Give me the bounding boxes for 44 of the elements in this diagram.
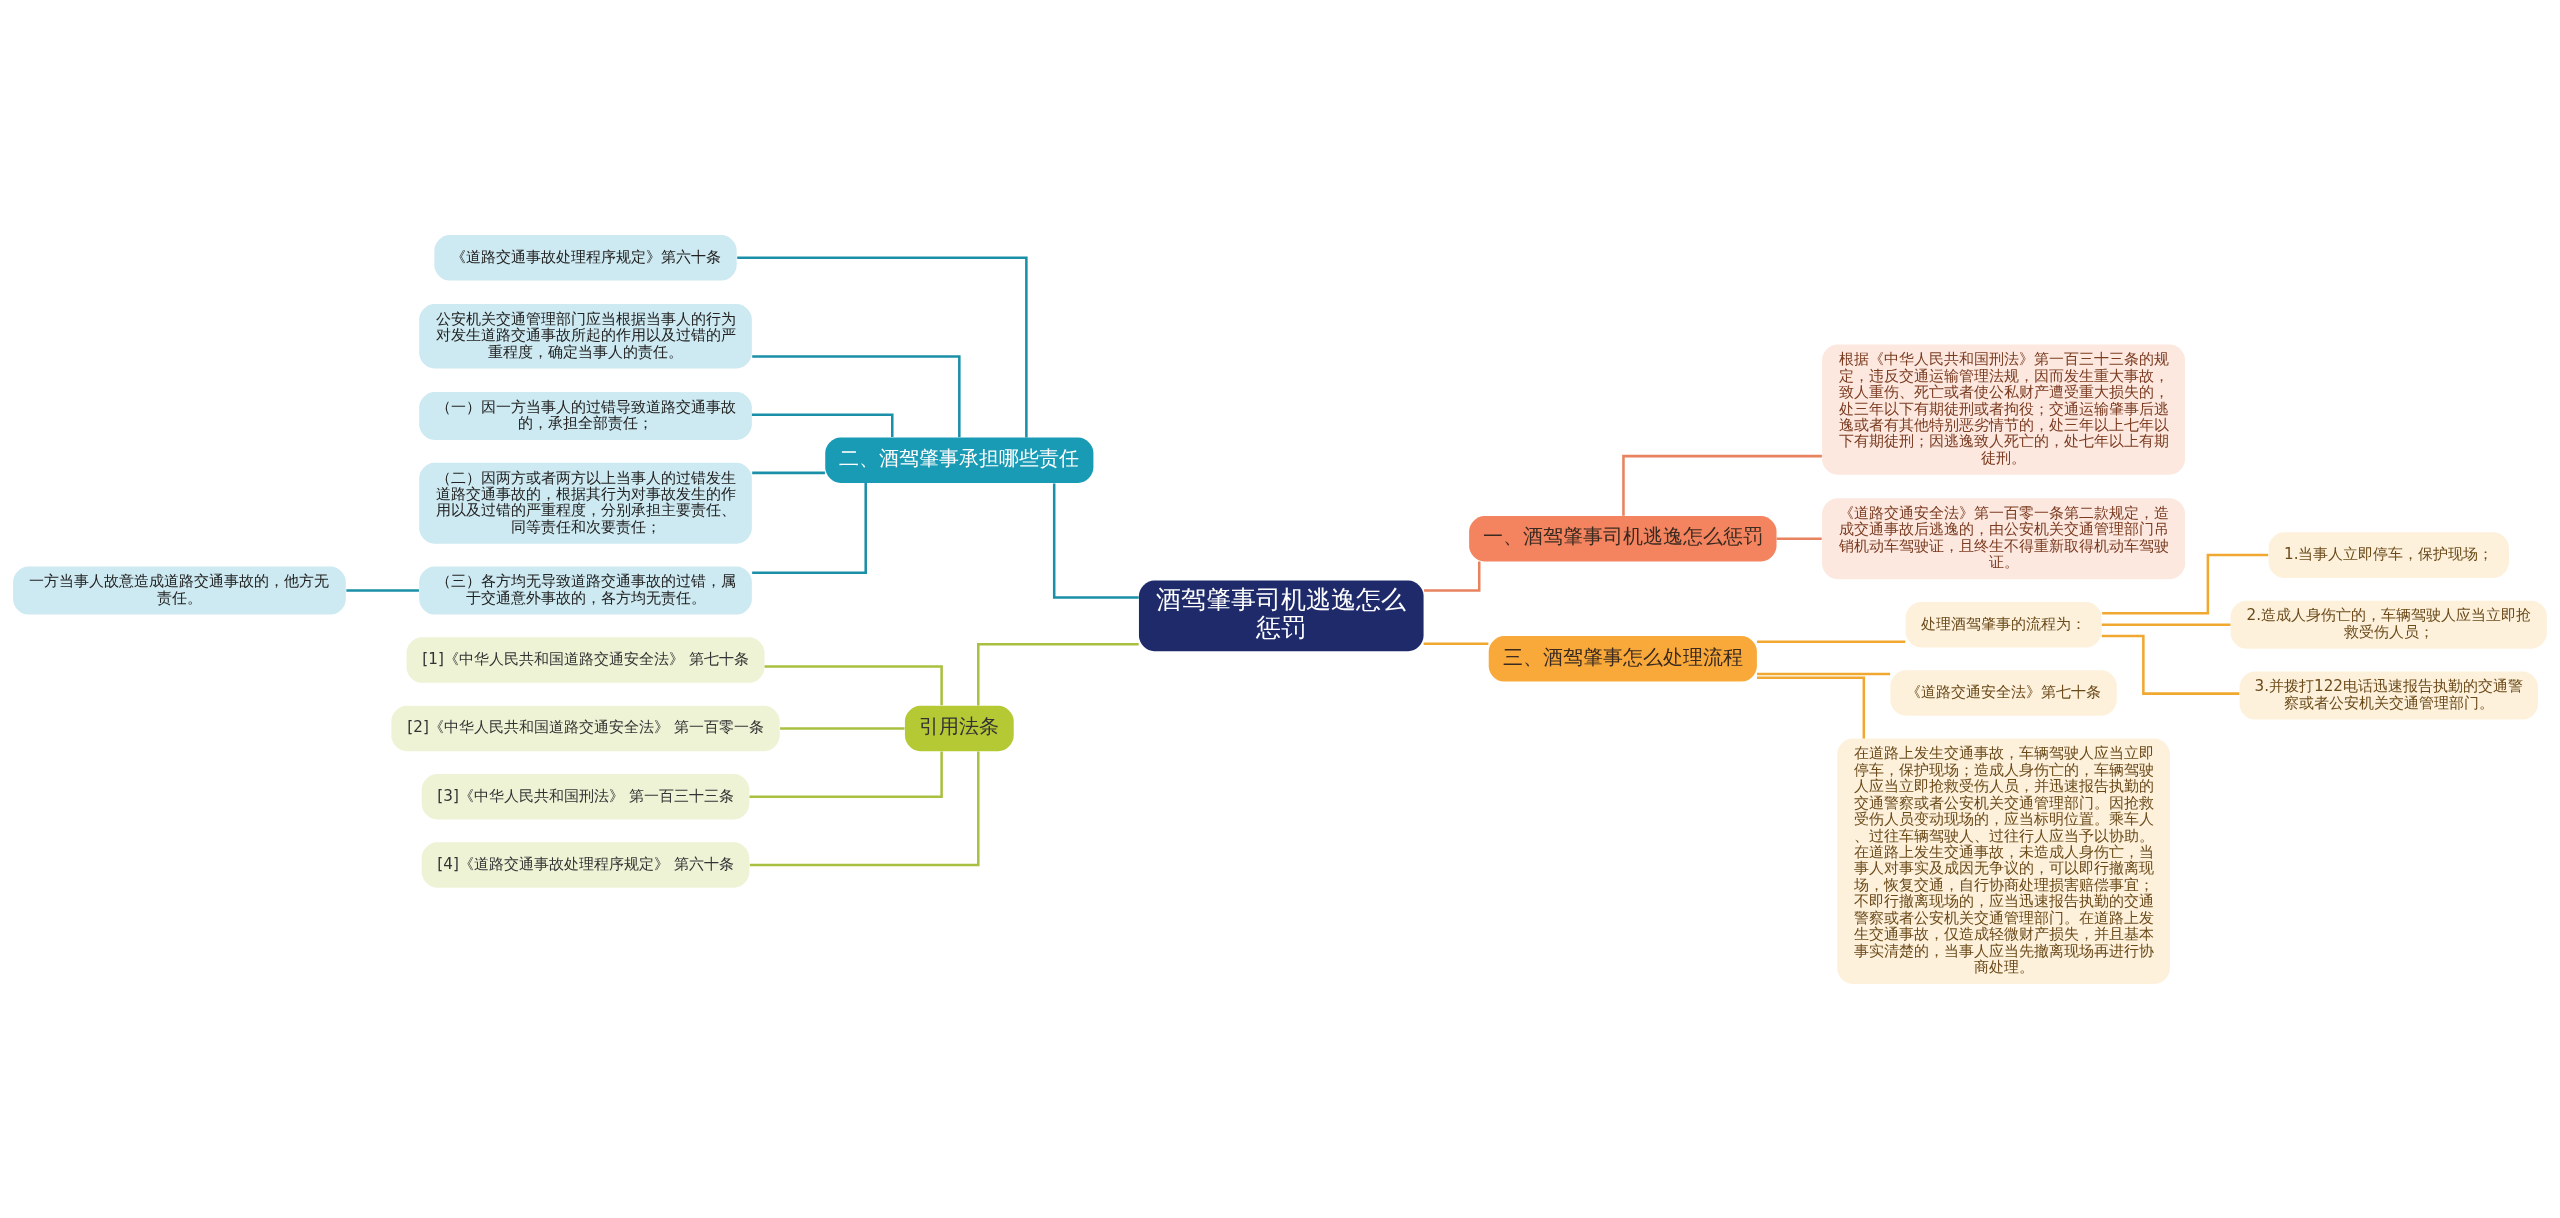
connector	[749, 751, 980, 866]
node-box: 酒驾肇事司机逃逸怎么惩罚	[1138, 579, 1424, 651]
node-box: 二、酒驾肇事承担哪些责任	[825, 436, 1094, 483]
connector	[346, 588, 419, 592]
node-box: 一方当事人故意造成道路交通事故的，他方无责任。	[13, 566, 346, 615]
node-box: 2.造成人身伤亡的，车辆驾驶人应当立即抢救受伤人员；	[2230, 600, 2547, 649]
node-box: [1]《中华人民共和国道路交通安全法》 第七十条	[406, 636, 765, 683]
node-box: （二）因两方或者两方以上当事人的过错发生道路交通事故的，根据其行为对事故发生的作用以及过错的严重程度，分别承担主要责任、同等责任和次要责任；	[419, 462, 752, 544]
node-box: [2]《中华人民共和国道路交通安全法》 第一百零一条	[391, 705, 780, 751]
node-box: [4]《道路交通事故处理程序规定》 第六十条	[421, 841, 750, 888]
connector	[737, 256, 1028, 437]
node-box: 一、酒驾肇事司机逃逸怎么惩罚	[1469, 515, 1777, 561]
connector	[1052, 483, 1139, 599]
connector	[780, 726, 905, 730]
node-box: 《道路交通事故处理程序规定》第六十条	[434, 234, 737, 281]
connector	[1757, 676, 1866, 738]
connector	[764, 664, 943, 705]
connector	[1757, 672, 1891, 675]
node-box: 3.并拨打122电话迅速报告执勤的交通警察或者公安机关交通管理部门。	[2239, 671, 2539, 720]
node-box: 引用法条	[904, 705, 1014, 751]
node-box: 在道路上发生交通事故，车辆驾驶人应当立即停车，保护现场；造成人身伤亡的，车辆驾驶人应当立即抢救受伤人员，并迅速报告执勤的交通警察或者公安机关交通管理部门。因抢救受伤人员变动现场的，应当标明位置。乘车人、过往车辆驾驶人、过往行人应当予以协助。在道路上发生交通事故，未造成人身伤亡，当事人对事实及成因无争议的，可以即行撤离现场，恢复交通，自行协商处理损害赔偿事宜；不即行撤离现场的，应当迅速报告执勤的交通警察或者公安机关交通管理部门。在道路上发生交通事故，仅造成轻微财产损失，并且基本事实清楚的，当事人应当先撤离现场再进行协商处理。	[1837, 738, 2170, 984]
connector	[749, 751, 943, 798]
connector	[977, 642, 1139, 705]
connector	[2101, 622, 2231, 626]
node-box: 三、酒驾肇事怎么处理流程	[1488, 635, 1757, 682]
connector	[752, 354, 961, 437]
node-box: [3]《中华人民共和国刑法》 第一百三十三条	[421, 773, 750, 819]
node-box: （一）因一方当事人的过错导致道路交通事故的，承担全部责任；	[419, 391, 752, 440]
node-box: 公安机关交通管理部门应当根据当事人的行为对发生道路交通事故所起的作用以及过错的严重程度，确定当事人的责任。	[419, 303, 752, 368]
connector	[752, 471, 825, 474]
node-box: 处理酒驾肇事的流程为：	[1905, 601, 2102, 647]
connector	[2101, 634, 2240, 695]
connector	[751, 412, 894, 437]
node-box: 1.当事人立即停车，保护现场；	[2268, 531, 2509, 578]
node-box: 根据《中华人民共和国刑法》第一百三十三条的规定，违反交通运输管理法规，因而发生重大事故，致人重伤、死亡或者使公私财产遭受重大损失的，处三年以下有期徒刑或者拘役；交通运输肇事后逃逸或者有其他特别恶劣情节的，处三年以上七年以下有期徒刑；因逃逸致人死亡的，处七年以上有期徒刑。	[1822, 344, 2186, 475]
connector	[1757, 640, 1906, 643]
connector	[1423, 641, 1489, 645]
node-box: （三）各方均无导致道路交通事故的过错，属于交通意外事故的，各方均无责任。	[419, 566, 752, 615]
connector	[1622, 454, 1822, 516]
connector	[1776, 536, 1822, 540]
connector	[752, 482, 867, 574]
node-box: 《道路交通安全法》第一百零一条第二款规定，造成交通事故后逃逸的，由公安机关交通管理部门吊销机动车驾驶证，且终生不得重新取得机动车驾驶证。	[1822, 497, 2186, 579]
connector	[2102, 553, 2269, 615]
node-box: 《道路交通安全法》第七十条	[1890, 669, 2117, 716]
